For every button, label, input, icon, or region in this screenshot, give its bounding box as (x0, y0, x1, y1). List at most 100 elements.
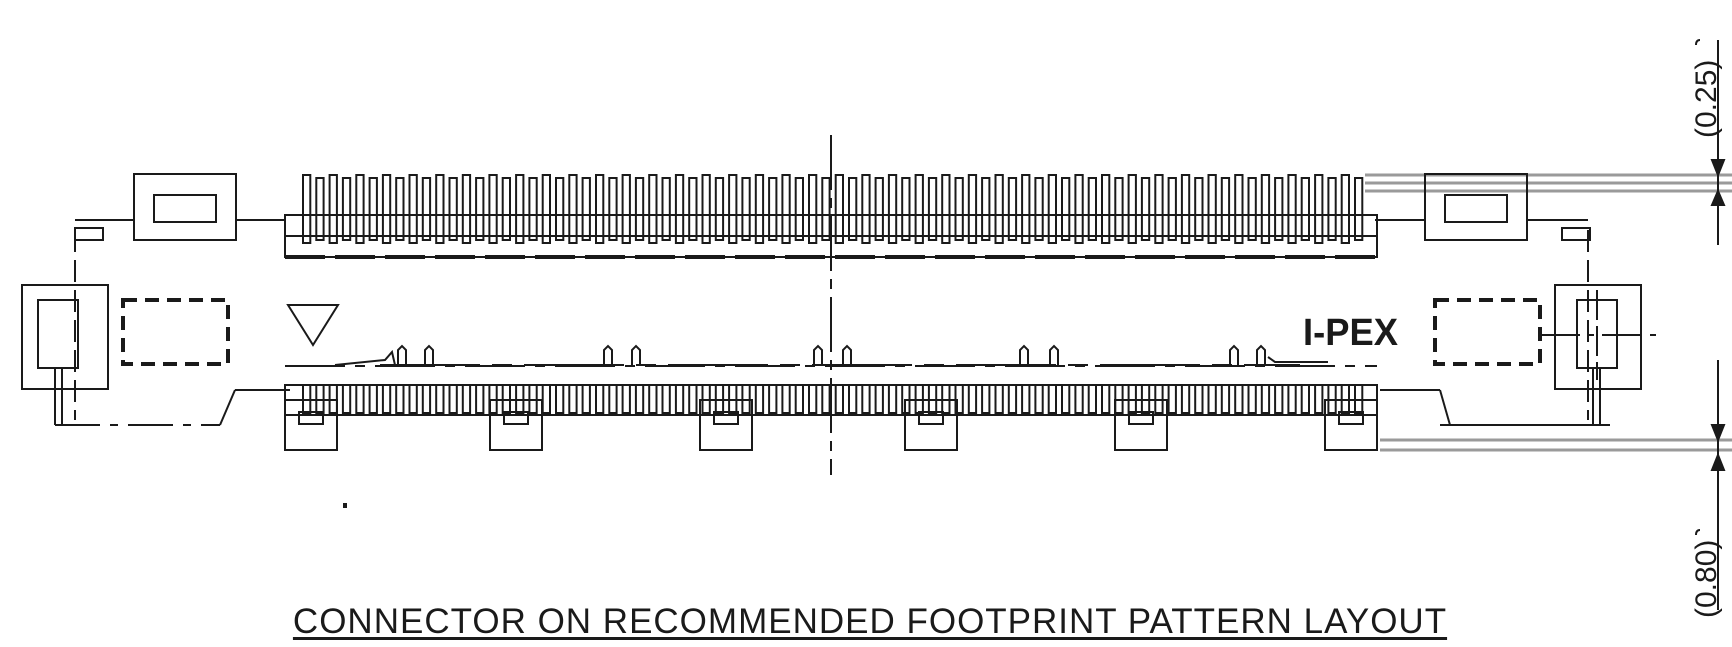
top-pin (728, 174, 738, 244)
top-pin (887, 174, 898, 244)
bottom-pin (754, 384, 765, 414)
top-contact-pins (302, 174, 1364, 244)
top-pin (1300, 177, 1310, 241)
bottom-pin (1247, 384, 1257, 414)
top-pin (1061, 177, 1071, 241)
reference-dot (343, 503, 347, 508)
top-pin (1220, 177, 1231, 241)
top-pin (1034, 177, 1044, 241)
right-top-tab (1424, 173, 1528, 241)
top-pin (901, 177, 911, 241)
bottom-pin (421, 384, 432, 414)
bottom-pin (355, 384, 365, 414)
top-pin (1167, 177, 1177, 241)
top-pin (315, 177, 325, 241)
bottom-pin (435, 384, 445, 414)
bottom-pin (808, 384, 818, 414)
top-pin (967, 174, 978, 244)
bottom-pin (581, 384, 591, 414)
bottom-pin (781, 384, 791, 414)
bottom-pin (1167, 384, 1177, 414)
mount-pad-inner (1338, 411, 1364, 425)
dimension-label-top: (0.25) (1690, 60, 1723, 138)
top-pin (1234, 174, 1244, 244)
top-pin (1114, 177, 1124, 241)
bottom-pin (1287, 384, 1297, 414)
bottom-pin (701, 384, 711, 414)
bottom-pin (981, 384, 991, 414)
bottom-pin (994, 384, 1004, 414)
bottom-pin (1260, 384, 1271, 414)
bottom-pin (1340, 384, 1350, 414)
bottom-pin (728, 384, 738, 414)
bottom-pin (874, 384, 884, 414)
top-pin (421, 177, 432, 241)
bottom-pin (528, 384, 538, 414)
bottom-pin (302, 384, 312, 414)
top-pin (408, 174, 418, 244)
top-pin (834, 174, 845, 244)
bottom-pin (475, 384, 485, 414)
top-pin (368, 177, 378, 241)
bottom-pin (315, 384, 325, 414)
pin-one-marker (286, 304, 340, 347)
bottom-pin (1061, 384, 1071, 414)
top-pin (754, 174, 765, 244)
bottom-contact-pins (302, 384, 1364, 414)
top-pin (555, 177, 565, 241)
bottom-pin (887, 384, 898, 414)
bottom-pin (1154, 384, 1164, 414)
bottom-pin (1140, 384, 1151, 414)
top-pin (302, 174, 312, 244)
top-pin (541, 174, 552, 244)
top-pin (954, 177, 964, 241)
bottom-pin (608, 384, 618, 414)
bottom-pin (794, 384, 805, 414)
bottom-pin (328, 384, 338, 414)
bottom-pin (1234, 384, 1244, 414)
bottom-pin (1274, 384, 1284, 414)
top-pin (1314, 174, 1324, 244)
bottom-pin (688, 384, 698, 414)
bottom-pin (448, 384, 458, 414)
top-pin (1194, 177, 1204, 241)
top-pin (674, 174, 685, 244)
top-pin (874, 177, 884, 241)
top-pin (608, 177, 618, 241)
bottom-pin (1180, 384, 1191, 414)
bottom-pin (1354, 384, 1364, 414)
bottom-pin (461, 384, 472, 414)
left-top-tab (133, 173, 237, 241)
bottom-pin (555, 384, 565, 414)
top-pin (528, 177, 538, 241)
right-side-clip (1433, 284, 1660, 425)
top-pin (741, 177, 751, 241)
top-pin (461, 174, 472, 244)
top-pin (914, 174, 924, 244)
top-pin (488, 174, 498, 244)
top-pin (581, 177, 591, 241)
bottom-pin (1314, 384, 1324, 414)
dimension-label-bottom: (0.80) (1690, 540, 1723, 618)
top-pin (808, 174, 818, 244)
dimension-markers (1695, 39, 1726, 610)
top-pin (501, 177, 512, 241)
top-pin (1340, 174, 1350, 244)
bottom-pin (861, 384, 871, 414)
bottom-pin (634, 384, 645, 414)
top-pin (621, 174, 631, 244)
mount-pad (1324, 399, 1378, 451)
bottom-pin (1007, 384, 1018, 414)
bottom-pin (408, 384, 418, 414)
bottom-pin (914, 384, 924, 414)
top-pin (661, 177, 671, 241)
bottom-pin (1127, 384, 1137, 414)
manufacturer-logo: I-PEX (1303, 312, 1399, 354)
top-pin (341, 177, 352, 241)
top-pin (1087, 177, 1097, 241)
top-pin (448, 177, 458, 241)
top-pin (701, 174, 711, 244)
top-pin (1101, 174, 1111, 244)
bottom-pin (1114, 384, 1124, 414)
